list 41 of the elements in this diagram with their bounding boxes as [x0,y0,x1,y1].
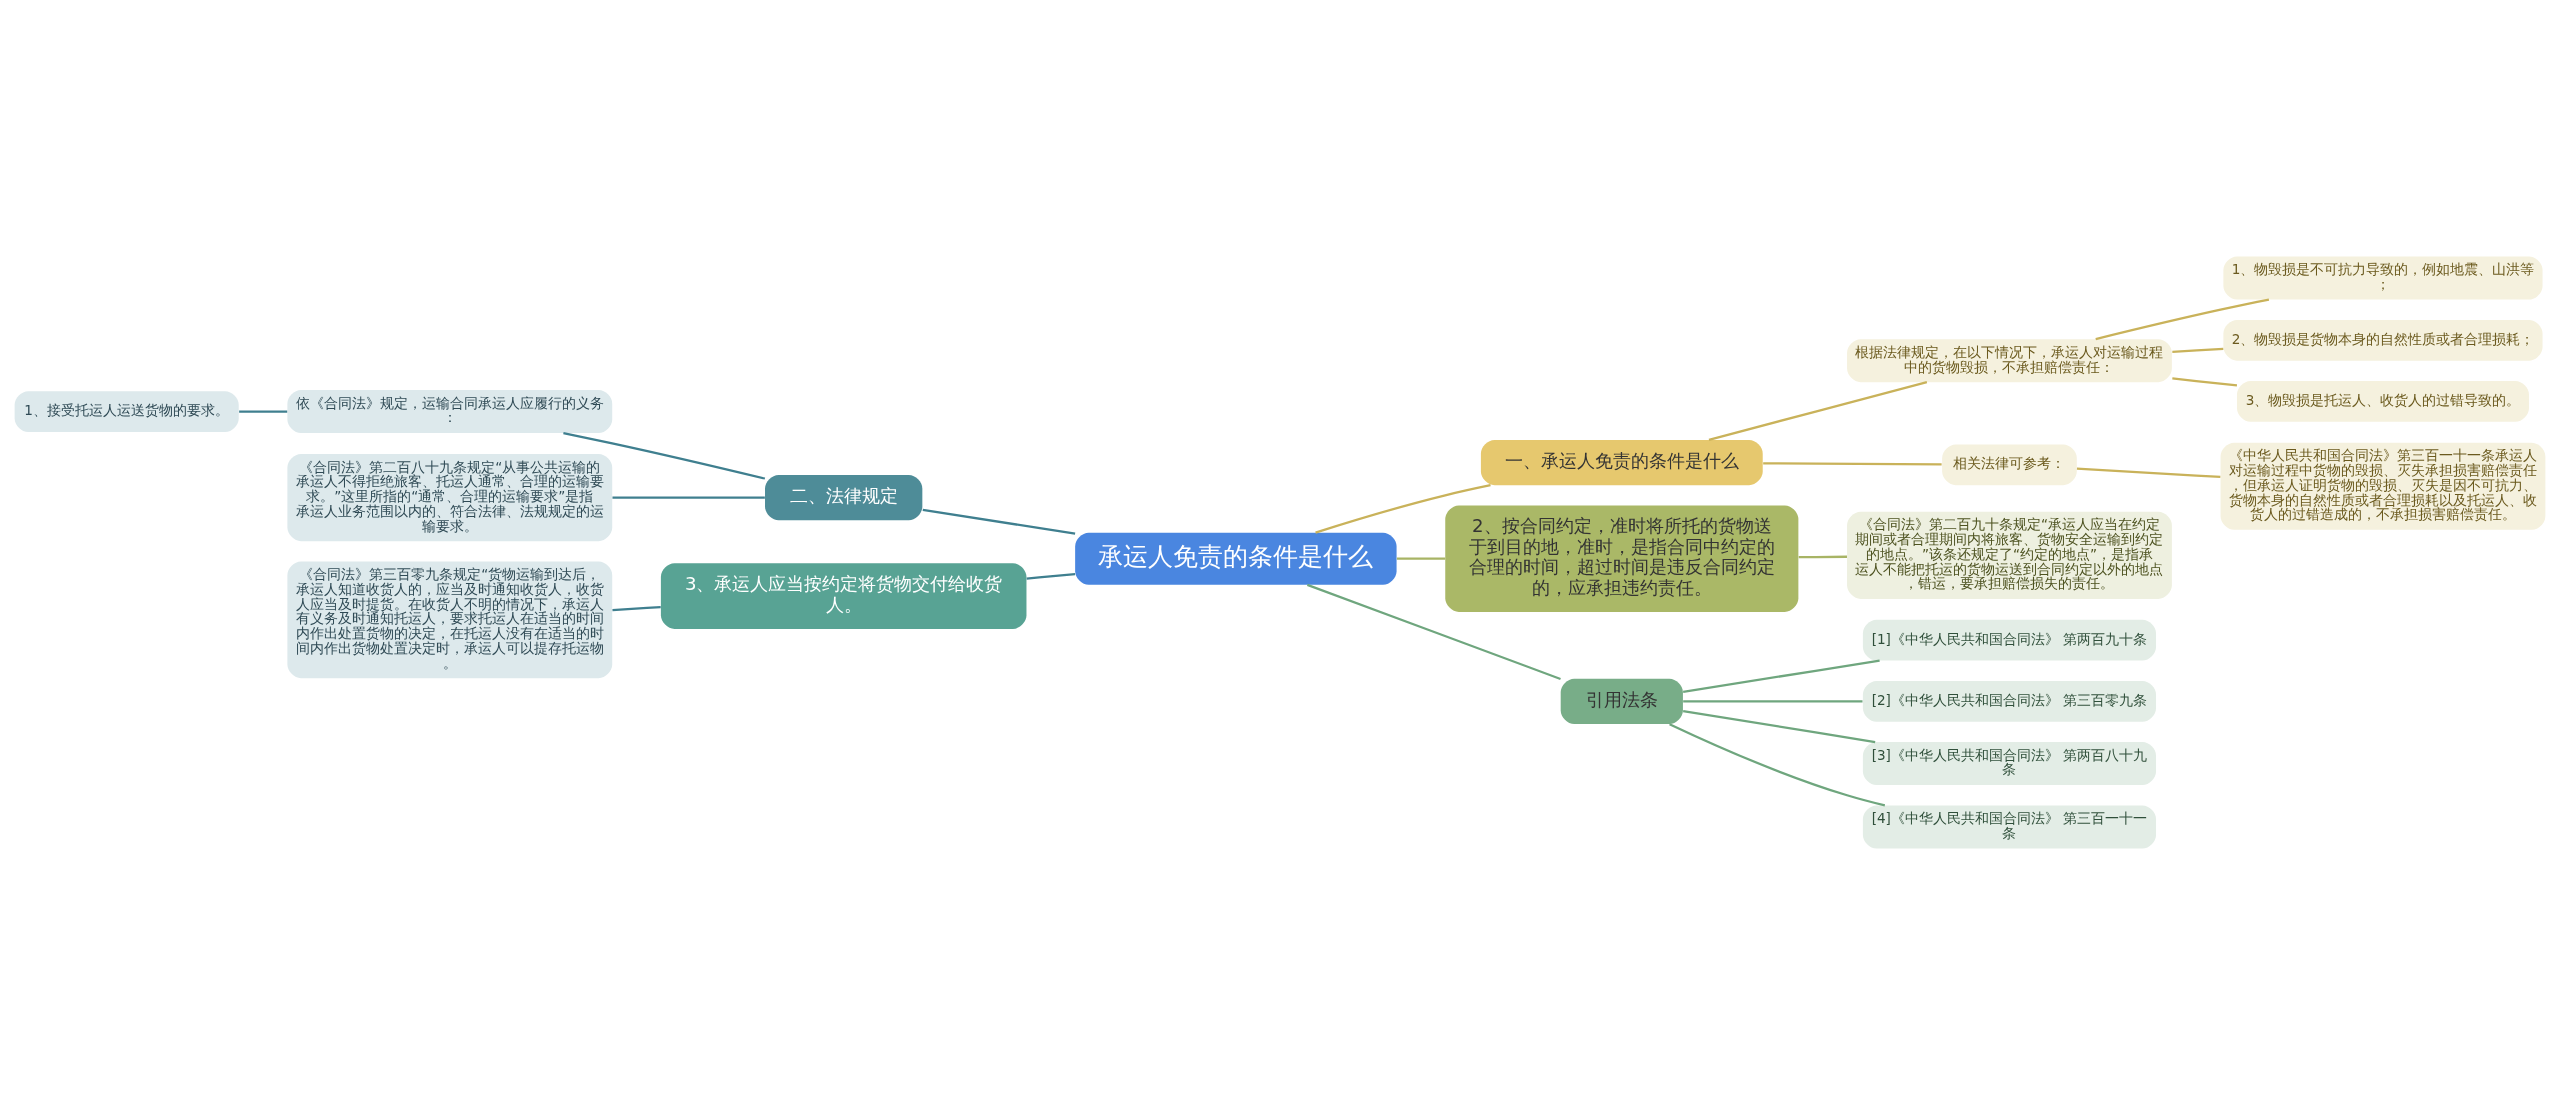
node-box: 相关法律可参考： [1942,444,2077,486]
node-box: 《合同法》第二百八十九条规定“从事公共运输的承运人不得拒绝旅客、托运人通常、合理的运输要求。”这里所指的“通常、合理的运输要求”是指承运人业务范围以内的、符合法律、法规规定的运输要求。 [287,454,613,542]
connector [922,508,1076,535]
connector [1763,462,1942,466]
connector [1315,484,1491,534]
node-box: 《中华人民共和国合同法》第三百一十一条承运人对运输过程中货物的毁损、灭失承担损害赔偿责任，但承运人证明货物的毁损、灭失是因不可抗力、货物本身的自然性质或者合理损耗以及托运人、收货人的过错造成的，不承担损害赔偿责任。 [2220,442,2546,530]
node-box: 《合同法》第三百零九条规定“货物运输到达后，承运人知道收货人的，应当及时通知收货人，收货人应当及时提货。在收货人不明的情况下，承运人有义务及时通知托运人，要求托运人在适当的时间内作出处置货物的决定，在托运人没有在适当的时间内作出货物处置决定时，承运人可以提存托运物。 [287,561,613,679]
node-box: 3、物毁损是托运人、收货人的过错导致的。 [2236,381,2529,422]
node-box: 依《合同法》规定，运输合同承运人应履行的义务： [287,390,613,434]
connector [563,432,766,480]
connector [2172,377,2238,387]
node-box: 《合同法》第二百九十条规定“承运人应当在约定期间或者合理期间内将旅客、货物安全运输到约定的地点。”该条还规定了“约定的地点”，是指承运人不能把托运的货物运送到合同约定以外的地点，错运，要承担赔偿损失的责任。 [1847,511,2172,599]
connector [1682,709,1876,744]
node-box: [1]《中华人民共和国合同法》 第两百九十条 [1862,619,2157,661]
connector [612,496,765,499]
node-box: 承运人免责的条件是什么 [1075,532,1397,585]
node-box: [4]《中华人民共和国合同法》 第三百一十一条 [1862,805,2157,849]
connector [1683,659,1880,693]
node-box: 一、承运人免责的条件是什么 [1480,439,1763,486]
connector [1683,700,1863,703]
connector [2076,467,2221,479]
connector [1798,555,1847,559]
node-box: 引用法条 [1560,678,1683,724]
connector [612,606,661,612]
node-box: 2、物毁损是货物本身的自然性质或者合理损耗； [2223,319,2543,361]
connector [239,410,288,413]
connector [1396,557,1446,560]
connector [1026,572,1076,580]
node-box: 二、法律规定 [765,474,923,521]
node-box: 3、承运人应当按约定将货物交付给收货人。 [660,563,1027,629]
node-box: [3]《中华人民共和国合同法》 第两百八十九条 [1862,742,2157,786]
node-box: 1、物毁损是不可抗力导致的，例如地震、山洪等； [2223,256,2543,300]
connector [2095,298,2270,341]
node-box: 2、按合同约定，准时将所托的货物送于到目的地，准时，是指合同中约定的合理的时间，超过时间是违反合同约定的，应承担违约责任。 [1445,505,1799,612]
connector [1708,381,1928,441]
connector [2172,347,2224,353]
node-box: 1、接受托运人运送货物的要求。 [14,391,239,432]
connector [1306,583,1561,681]
node-box: 根据法律规定，在以下情况下，承运人对运输过程中的货物毁损，不承担赔偿责任： [1847,339,2172,383]
connector [1669,723,1886,807]
node-box: [2]《中华人民共和国合同法》 第三百零九条 [1862,680,2157,722]
